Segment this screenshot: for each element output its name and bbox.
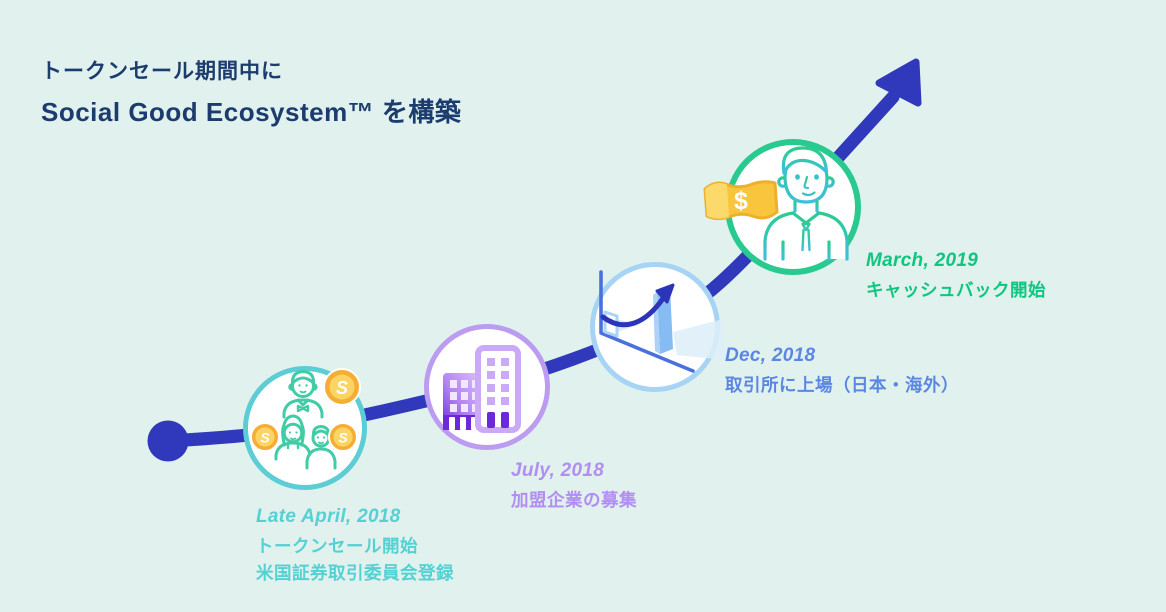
cashback-man-icon bbox=[763, 146, 849, 261]
svg-text:S: S bbox=[338, 430, 348, 446]
coin-icon: S bbox=[323, 368, 361, 406]
milestone-4-desc-1: キャッシュバック開始 bbox=[866, 280, 1046, 300]
milestone-4-date: March, 2019 bbox=[866, 250, 979, 271]
page-title-line1: トークンセール期間中に bbox=[41, 60, 283, 83]
page-title: トークンセール期間中に Social Good Ecosystem™ を構築 bbox=[41, 55, 461, 129]
dollar-bill-icon: $ bbox=[703, 180, 779, 221]
milestone-2-desc-1: 加盟企業の募集 bbox=[511, 490, 637, 510]
milestone-4-node bbox=[725, 139, 861, 275]
milestone-1-date: Late April, 2018 bbox=[256, 506, 401, 527]
milestone-4-label: March, 2019 キャッシュバック開始 bbox=[866, 250, 1046, 304]
coin-icon: S bbox=[250, 422, 280, 452]
milestone-1-node: S S S bbox=[243, 366, 367, 490]
page-title-line2: Social Good Ecosystem™ を構築 bbox=[41, 97, 462, 127]
milestone-2-date: July, 2018 bbox=[511, 460, 605, 481]
milestone-2-node bbox=[424, 324, 550, 450]
timeline-start-dot bbox=[147, 420, 189, 462]
svg-text:S: S bbox=[260, 430, 270, 446]
buildings-icon bbox=[443, 345, 521, 433]
family-with-coins-icon: S S S bbox=[250, 368, 361, 470]
milestone-1-desc-2: 米国証券取引委員会登録 bbox=[256, 563, 454, 583]
timeline-arrowhead-icon bbox=[875, 58, 922, 107]
milestone-3-label: Dec, 2018 取引所に上場（日本・海外） bbox=[725, 345, 959, 399]
milestone-1-desc-1: トークンセール開始 bbox=[256, 536, 418, 556]
milestone-2-label: July, 2018 加盟企業の募集 bbox=[511, 460, 637, 514]
growth-chart-icon bbox=[599, 270, 726, 373]
milestone-3-date: Dec, 2018 bbox=[725, 345, 816, 366]
milestone-3-node bbox=[590, 262, 726, 392]
coin-icon: S bbox=[328, 422, 358, 452]
svg-text:$: $ bbox=[734, 187, 748, 215]
svg-text:S: S bbox=[336, 378, 348, 398]
milestone-3-desc-1: 取引所に上場（日本・海外） bbox=[725, 375, 959, 395]
milestone-1-label: Late April, 2018 トークンセール開始 米国証券取引委員会登録 bbox=[256, 506, 454, 587]
